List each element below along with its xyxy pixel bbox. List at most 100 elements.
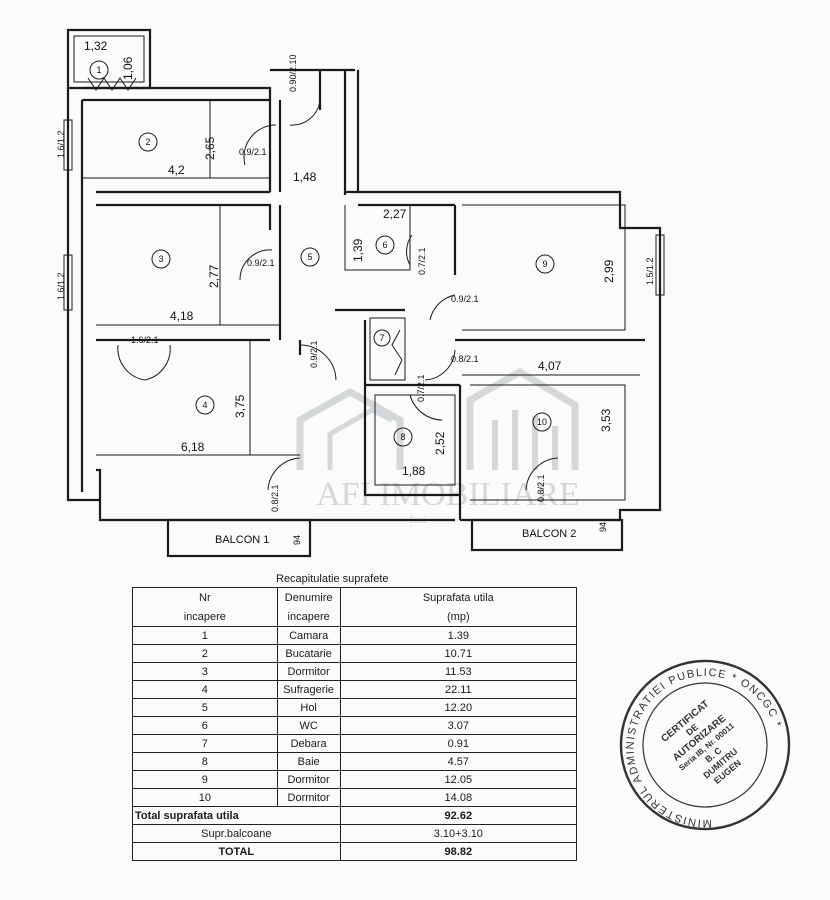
room-number: 1	[96, 65, 101, 75]
dim-r2-height: 2,65	[203, 136, 217, 160]
total-util-label: Total suprafata utila	[132, 806, 341, 825]
cell-area: 4.57	[339, 752, 578, 771]
cell-nr: 5	[132, 698, 278, 717]
opening-label: 0.9/2.1	[309, 340, 319, 368]
header-cell: incapere	[276, 607, 341, 627]
balcony-2-label: BALCON 2	[522, 528, 576, 540]
room-number: 7	[379, 333, 384, 343]
room-number: 5	[307, 252, 312, 262]
cell-area: 1.39	[339, 626, 578, 645]
cell-nr: 6	[132, 716, 278, 735]
table-title: Recapitulatie suprafete	[276, 573, 389, 585]
room-number: 8	[400, 432, 405, 442]
opening-label: 0.9/2.1	[247, 258, 275, 268]
cell-nr: 9	[132, 770, 278, 789]
room-markers: 1 2 3 4 5 6 7 8 9 10	[89, 60, 555, 447]
table-header-row: Nr Denumire Suprafata utila	[132, 587, 578, 607]
floor-plan: AFI IMOBILIARE Iasi	[56, 28, 665, 558]
balcony-1-depth: 94	[292, 535, 302, 545]
cell-name: WC	[276, 716, 341, 735]
cell-name: Hol	[276, 698, 341, 717]
total-row: TOTAL 98.82	[132, 842, 578, 861]
cell-nr: 4	[132, 680, 278, 699]
cell-area: 14.08	[339, 788, 578, 807]
room-number: 9	[542, 259, 547, 269]
cell-nr: 7	[132, 734, 278, 753]
balcony-row: Supr.balcoane 3.10+3.10	[132, 824, 578, 843]
dim-r9-height: 2,99	[602, 259, 616, 283]
opening-label: 0.7/2.1	[417, 247, 427, 275]
cell-area: 12.20	[339, 698, 578, 717]
cell-nr: 3	[132, 662, 278, 681]
cell-name: Dormitor	[276, 770, 341, 789]
opening-label: 0.90/2.10	[288, 54, 298, 92]
cell-area: 0.91	[339, 734, 578, 753]
cell-name: Camara	[276, 626, 341, 645]
room-number: 10	[537, 417, 547, 427]
cell-nr: 2	[132, 644, 278, 663]
walls	[66, 28, 662, 522]
area-summary-table: Nr Denumire Suprafata utila incapere inc…	[132, 587, 578, 861]
dim-r3-height: 2,77	[207, 264, 221, 288]
opening-label: 1.6/1.2	[56, 272, 66, 300]
certification-stamp: MINISTERUL ADMINISTRATIEI PUBLICE * ONCG…	[610, 655, 800, 835]
opening-label: 0.8/2.1	[536, 474, 546, 502]
opening-label: 1.6/1.2	[56, 130, 66, 158]
balconies: BALCON 1 BALCON 2 94 94	[166, 518, 624, 558]
balcony-label: Supr.balcoane	[132, 824, 341, 843]
dim-r1-height: 1,06	[121, 56, 135, 80]
dim-hall-width: 1,48	[293, 170, 317, 184]
cell-nr: 1	[132, 626, 278, 645]
opening-label: 1.5/1.2	[645, 257, 655, 285]
cell-name: Dormitor	[276, 662, 341, 681]
dim-r1-width: 1,32	[84, 39, 108, 53]
total-label: TOTAL	[132, 842, 341, 861]
room-number: 3	[158, 254, 163, 264]
dim-r3-width: 4,18	[170, 309, 194, 323]
total-util-row: Total suprafata utila 92.62	[132, 806, 578, 825]
cell-area: 10.71	[339, 644, 578, 663]
balcony-2-depth: 94	[598, 522, 608, 532]
header-cell: Denumire	[276, 587, 341, 607]
opening-label: 0.8/2.1	[270, 484, 280, 512]
cell-nr: 8	[132, 752, 278, 771]
dimension-labels: 1,32 1,06 4,2 2,65 1,48 2,77 4,18 3,75 6…	[84, 39, 616, 478]
dim-r2-width: 4,2	[168, 163, 185, 177]
header-cell: (mp)	[339, 607, 578, 627]
dim-r8-height: 2,52	[433, 431, 447, 455]
cell-nr: 10	[132, 788, 278, 807]
opening-label: 0.7/2.1	[416, 374, 426, 402]
cell-area: 11.53	[339, 662, 578, 681]
opening-label: 0.9/2.1	[451, 294, 479, 304]
windows	[63, 119, 665, 311]
table-header-row: incapere incapere (mp)	[132, 607, 578, 627]
dim-r6-height: 1,39	[351, 238, 365, 262]
cell-name: Sufragerie	[276, 680, 341, 699]
dim-r4-width: 6,18	[181, 440, 205, 454]
opening-labels: 0.90/2.10 0.9/2.1 1.6/1.2 1.6/1.2 0.9/2.…	[56, 54, 655, 512]
total-value: 98.82	[339, 842, 578, 861]
dim-r4-height: 3,75	[233, 394, 247, 418]
cell-name: Bucatarie	[276, 644, 341, 663]
total-util-value: 92.62	[339, 806, 578, 825]
cell-name: Dormitor	[276, 788, 341, 807]
cell-name: Debara	[276, 734, 341, 753]
cell-area: 22.11	[339, 680, 578, 699]
dim-r10-height: 3,53	[599, 408, 613, 432]
cell-area: 12.05	[339, 770, 578, 789]
balcony-1-label: BALCON 1	[215, 534, 269, 546]
header-cell: Suprafata utila	[339, 587, 578, 607]
cell-name: Baie	[276, 752, 341, 771]
opening-label: 0.9/2.1	[239, 147, 267, 157]
header-cell: incapere	[132, 607, 278, 627]
opening-label: 1.6/2.1	[131, 335, 159, 345]
